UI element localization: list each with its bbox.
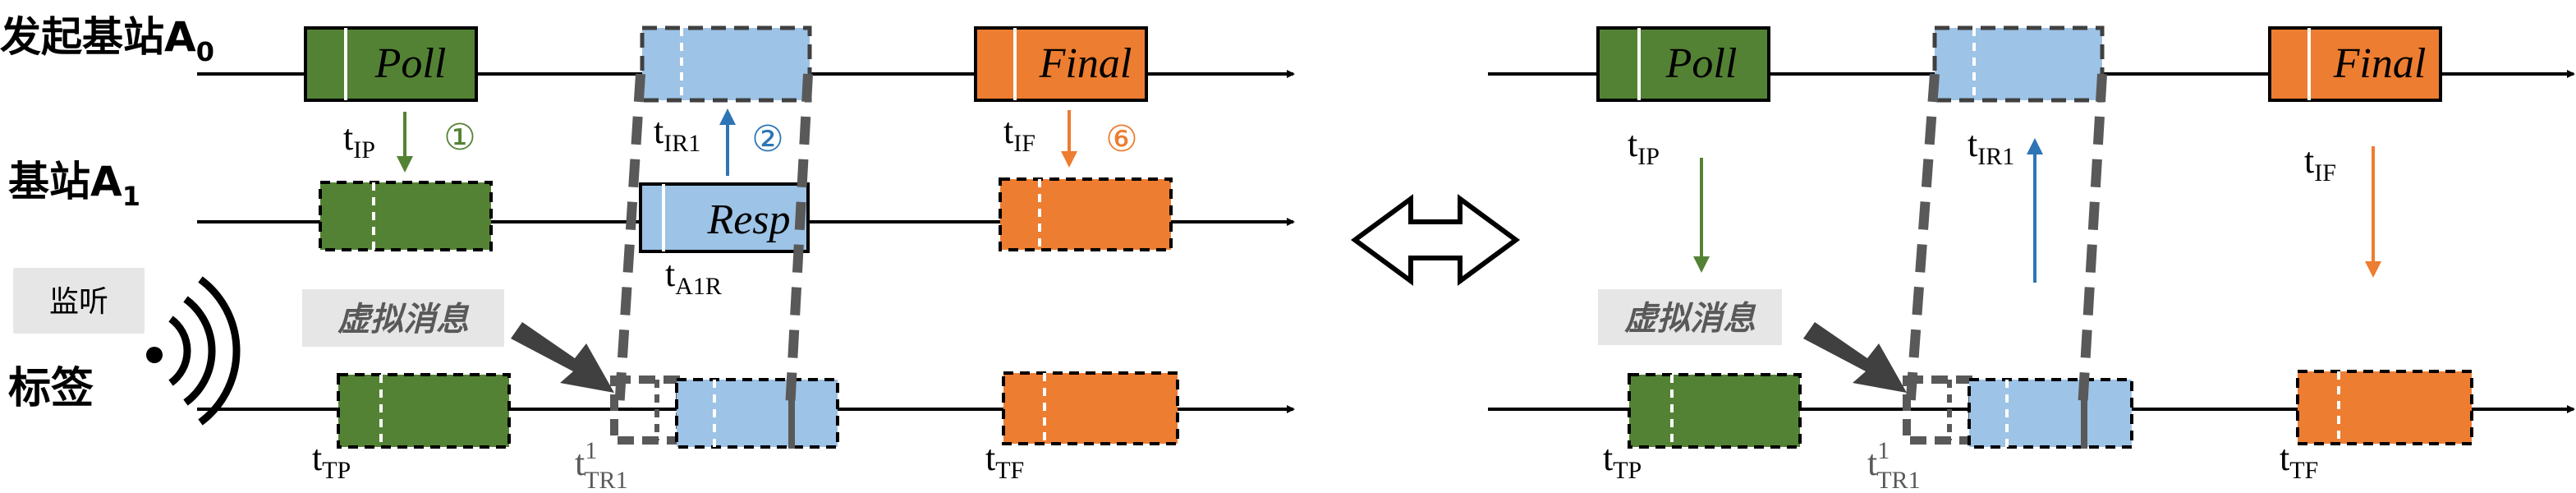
label-t-tp-right: tTP xyxy=(1603,438,1642,484)
initiator-label: 发起基站A0 xyxy=(0,13,214,67)
label-t-tf-right: tTF xyxy=(2280,438,2318,484)
label-t-ir1-right: tIR1 xyxy=(1968,124,2014,170)
resp-shadow-box-right xyxy=(1932,25,2105,103)
label-t-if-right: tIF xyxy=(2304,141,2336,187)
arrow-step-6 xyxy=(1061,110,1077,168)
anchor-final-box xyxy=(999,177,1173,251)
final-label: Final xyxy=(1039,40,1132,87)
arrow-final-right xyxy=(2365,146,2381,278)
arrow-step-2 xyxy=(719,108,736,176)
tag-virtual-box xyxy=(610,376,684,445)
resp-label: Resp xyxy=(706,196,790,243)
tag-label: 标签 xyxy=(8,364,94,413)
label-t-tp: tTP xyxy=(312,438,351,484)
label-t-if: tIF xyxy=(1003,111,1035,157)
label-t-tf: tTF xyxy=(985,438,1024,484)
arrow-resp-right xyxy=(2027,138,2043,283)
double-arrow-icon xyxy=(1350,194,1521,286)
resp-box: Resp xyxy=(639,182,810,253)
arrow-poll-right xyxy=(1693,158,1710,273)
tag-virtual-box-right xyxy=(1903,376,1977,445)
virtual-msg-badge-right: 虚拟消息 xyxy=(1598,289,1782,345)
poll-label-right: Poll xyxy=(1665,40,1738,87)
virtual-msg-badge: 虚拟消息 xyxy=(302,289,504,347)
tag-final-box-right xyxy=(2296,370,2473,445)
virtual-msg-label: 虚拟消息 xyxy=(337,301,470,339)
label-t-ip: tIP xyxy=(343,117,375,164)
listen-badge: 监听 xyxy=(13,268,145,334)
poll-box-right: Poll xyxy=(1596,26,1770,102)
poll-box: Poll xyxy=(304,26,478,102)
dashed-connector-right-right xyxy=(2078,73,2107,410)
pointer-arrow-icon xyxy=(511,322,614,393)
step-2-marker: ② xyxy=(751,118,783,160)
final-label-right: Final xyxy=(2333,40,2427,87)
final-box-right: Final xyxy=(2268,26,2442,102)
dashed-connector-right xyxy=(785,73,813,410)
wifi-signal-icon xyxy=(146,276,241,426)
resp-shadow-box xyxy=(640,25,812,103)
tag-resp-box xyxy=(675,378,839,449)
final-box: Final xyxy=(974,26,1148,102)
tag-poll-box-right xyxy=(1628,373,1802,449)
pointer-arrow-icon-right xyxy=(1803,322,1907,393)
dashed-connector-left xyxy=(614,73,645,410)
poll-label: Poll xyxy=(374,40,447,87)
tag-resp-box-right xyxy=(1968,378,2133,449)
listen-label: 监听 xyxy=(49,285,108,319)
dashed-connector-left-right xyxy=(1905,73,1940,410)
label-t-ir1: tIR1 xyxy=(654,111,700,157)
anchor-poll-box xyxy=(319,181,493,251)
left-panel: 发起基站A0 基站A1 监听 标签 Poll xyxy=(0,13,1295,493)
right-panel: Poll Final xyxy=(1488,25,2575,493)
label-t-a1r: tA1R xyxy=(665,254,722,300)
tag-poll-box xyxy=(337,373,511,449)
label-t-ip-right: tIP xyxy=(1628,124,1660,170)
step-6-marker: ⑥ xyxy=(1105,118,1137,160)
step-1-marker: ① xyxy=(443,117,475,159)
tag-final-box xyxy=(1002,371,1179,445)
anchor-label: 基站A1 xyxy=(8,158,140,212)
virtual-msg-label-right: 虚拟消息 xyxy=(1624,300,1756,338)
arrow-step-1 xyxy=(397,112,413,173)
